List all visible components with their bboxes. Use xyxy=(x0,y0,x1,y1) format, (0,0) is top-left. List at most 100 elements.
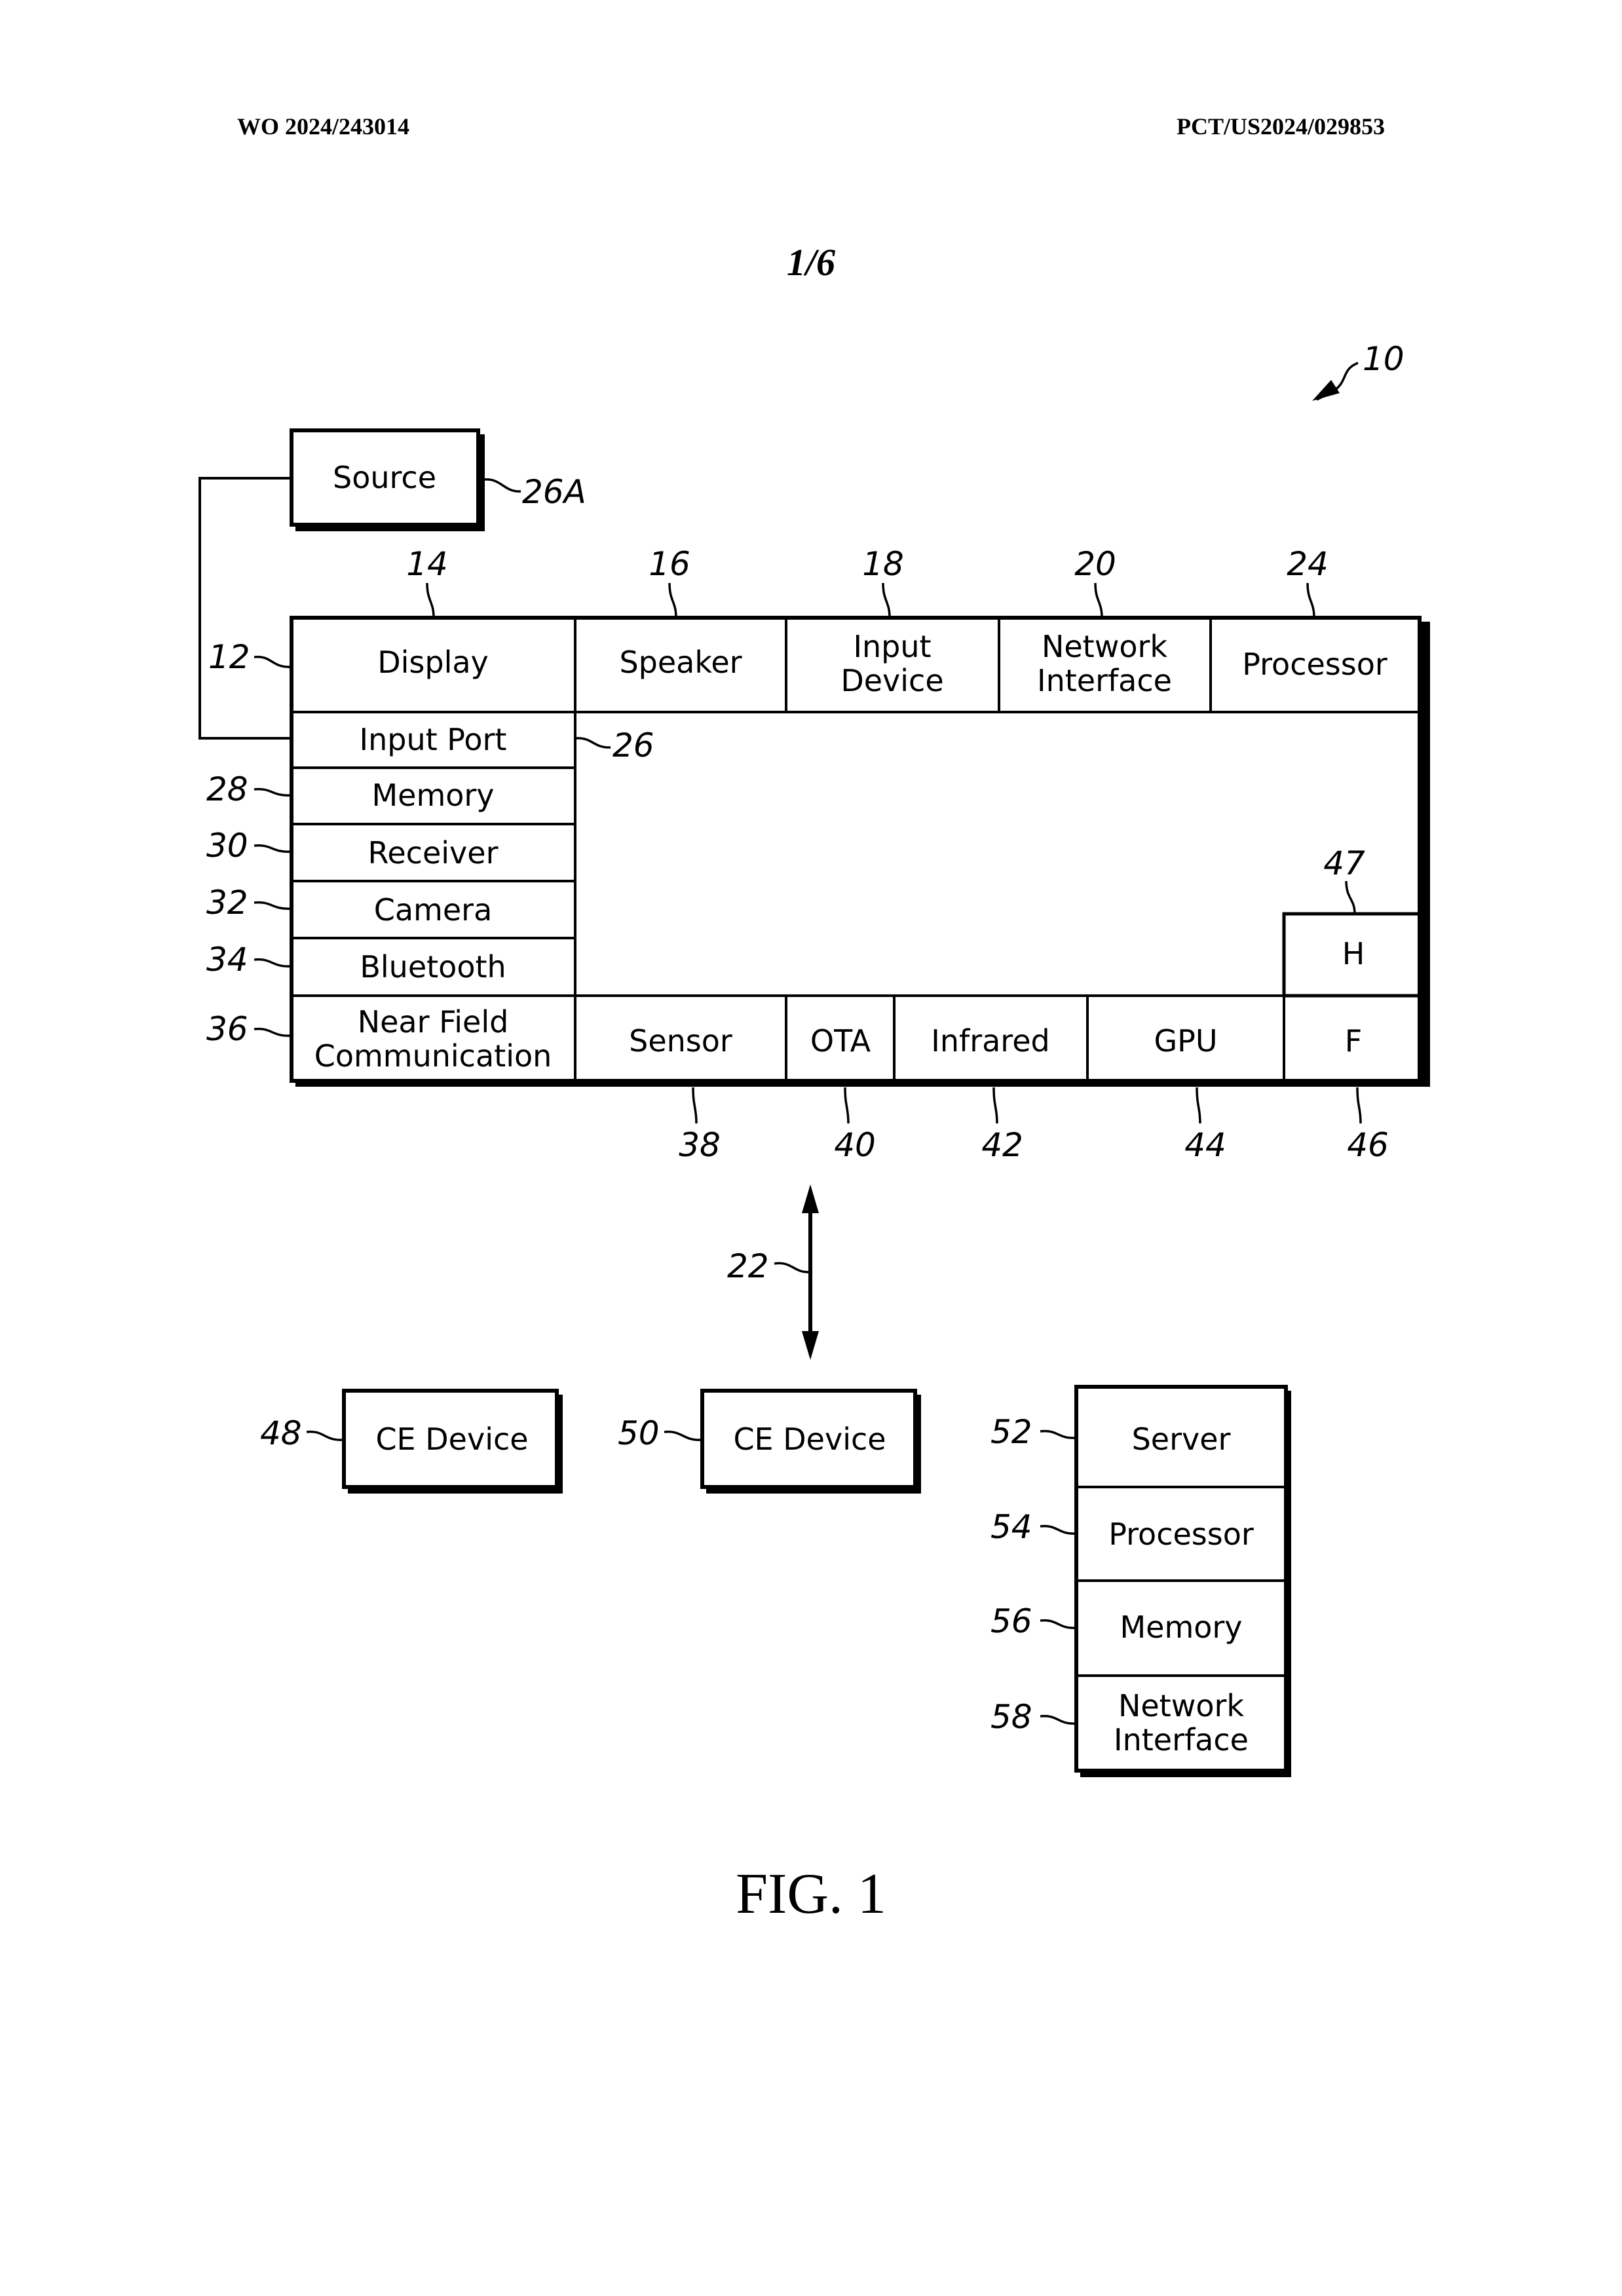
ref-label-47: 47 xyxy=(1323,844,1365,882)
ce-device-label: CE Device xyxy=(375,1421,528,1457)
cell-bluetooth: Bluetooth 34 xyxy=(206,941,506,985)
processor-label: Processor xyxy=(1242,647,1387,682)
display-label: Display xyxy=(377,645,489,680)
h-label: H xyxy=(1342,936,1365,971)
network-interface-label-line2: Interface xyxy=(1037,663,1172,698)
system-reference-10: 10 xyxy=(1312,340,1405,401)
cell-processor: Processor xyxy=(1242,647,1387,682)
f-label: F xyxy=(1345,1023,1362,1059)
cell-network-interface: Network Interface xyxy=(1037,629,1172,698)
input-port-label: Input Port xyxy=(360,722,507,757)
memory-label: Memory xyxy=(1120,1609,1242,1645)
source-block: Source 26A xyxy=(290,428,586,531)
server-row-processor: Processor 54 xyxy=(990,1508,1254,1552)
arrow-head-icon xyxy=(1312,380,1340,401)
cell-display: Display xyxy=(377,645,489,680)
ref-label-16: 16 xyxy=(649,545,690,583)
arrow-up-icon xyxy=(802,1184,819,1213)
speaker-label: Speaker xyxy=(619,645,742,680)
cell-f: F xyxy=(1345,1023,1362,1059)
ref-label-56: 56 xyxy=(990,1602,1032,1640)
device-12: Display Speaker Input Device Network Int… xyxy=(206,545,1430,1164)
cell-camera: Camera 32 xyxy=(206,884,492,928)
ref-label-12: 12 xyxy=(208,638,250,676)
ref-label-38: 38 xyxy=(679,1126,721,1164)
publication-number: WO 2024/243014 xyxy=(237,113,409,140)
bottom-refs: 38 40 42 44 46 xyxy=(679,1087,1389,1164)
ref-label-58: 58 xyxy=(990,1698,1032,1736)
ce-device-label: CE Device xyxy=(733,1421,886,1457)
device-outline xyxy=(290,616,1422,1083)
h-block xyxy=(1282,912,1422,998)
cell-speaker: Speaker xyxy=(619,645,742,680)
lead-line xyxy=(484,478,521,493)
ce-device-box xyxy=(342,1389,559,1489)
memory-label: Memory xyxy=(371,778,494,813)
ref-label-26a: 26A xyxy=(522,473,586,511)
nfc-label-line2: Communication xyxy=(314,1038,552,1074)
application-number: PCT/US2024/029853 xyxy=(1177,113,1385,140)
source-box xyxy=(290,428,480,527)
ref-label-48: 48 xyxy=(260,1414,302,1452)
network-interface-label-line1: Network xyxy=(1042,629,1167,664)
cell-input-port: Input Port 26 xyxy=(360,722,654,764)
server-box xyxy=(1074,1385,1288,1773)
ref-label-32: 32 xyxy=(206,884,248,922)
ref-label-28: 28 xyxy=(206,770,248,808)
ref-label-44: 44 xyxy=(1184,1126,1226,1164)
server-label: Server xyxy=(1132,1421,1231,1457)
figure-caption: FIG. 1 xyxy=(736,1862,886,1926)
ref-label-40: 40 xyxy=(834,1126,876,1164)
cell-near-field-communication: Near Field Communication 36 xyxy=(206,1004,552,1074)
gpu-label: GPU xyxy=(1154,1023,1217,1059)
server-row-network-interface: Network Interface 58 xyxy=(990,1688,1249,1758)
ce-device-48: CE Device 48 xyxy=(260,1389,563,1494)
ref-label-10: 10 xyxy=(1363,340,1405,378)
ref-label-50: 50 xyxy=(618,1414,660,1452)
network-link-22: 22 xyxy=(727,1184,819,1360)
ref-label-20: 20 xyxy=(1074,545,1116,583)
cell-memory: Memory 28 xyxy=(206,770,495,813)
cell-infrared: Infrared xyxy=(931,1023,1049,1059)
server-stack: Server 52 Processor 54 Memory 56 Network… xyxy=(990,1385,1291,1777)
processor-label: Processor xyxy=(1108,1516,1254,1552)
nfc-label-line1: Near Field xyxy=(358,1004,509,1040)
ref-label-54: 54 xyxy=(990,1508,1032,1546)
sensor-label: Sensor xyxy=(629,1023,732,1059)
ref-label-42: 42 xyxy=(981,1126,1023,1164)
sheet-number: 1/6 xyxy=(787,241,835,284)
ref-label-52: 52 xyxy=(990,1413,1032,1451)
infrared-label: Infrared xyxy=(931,1023,1049,1059)
cell-sensor: Sensor xyxy=(629,1023,732,1059)
ref-label-24: 24 xyxy=(1287,545,1329,583)
network-interface-label-line2: Interface xyxy=(1114,1722,1249,1758)
bluetooth-label: Bluetooth xyxy=(360,949,506,985)
server-row-memory: Memory 56 xyxy=(990,1602,1243,1645)
camera-label: Camera xyxy=(374,892,493,928)
ref-label-36: 36 xyxy=(206,1010,248,1048)
source-label: Source xyxy=(333,460,436,495)
input-device-label-line1: Input xyxy=(853,629,931,664)
ref-label-30: 30 xyxy=(206,827,248,865)
source-to-input-port-connector xyxy=(198,477,292,740)
cell-gpu: GPU xyxy=(1154,1023,1217,1059)
ref-label-18: 18 xyxy=(862,545,904,583)
ce-device-box xyxy=(700,1389,917,1489)
input-device-label-line2: Device xyxy=(840,663,943,698)
receiver-label: Receiver xyxy=(368,835,498,871)
cell-receiver: Receiver 30 xyxy=(206,827,499,871)
ref-label-46: 46 xyxy=(1347,1126,1389,1164)
ref-label-34: 34 xyxy=(206,941,248,979)
ref-label-14: 14 xyxy=(406,545,448,583)
cell-ota: OTA xyxy=(810,1023,871,1059)
ref-label-26: 26 xyxy=(613,726,654,764)
ce-device-50: CE Device 50 xyxy=(618,1389,921,1494)
ref-label-22: 22 xyxy=(727,1247,769,1285)
server-row-server: Server 52 xyxy=(990,1413,1231,1457)
arrow-down-icon xyxy=(802,1331,819,1360)
cell-input-device: Input Device xyxy=(840,629,943,698)
network-interface-label-line1: Network xyxy=(1118,1688,1244,1723)
top-refs: 14 16 18 20 24 xyxy=(406,545,1329,618)
ota-label: OTA xyxy=(810,1023,871,1059)
